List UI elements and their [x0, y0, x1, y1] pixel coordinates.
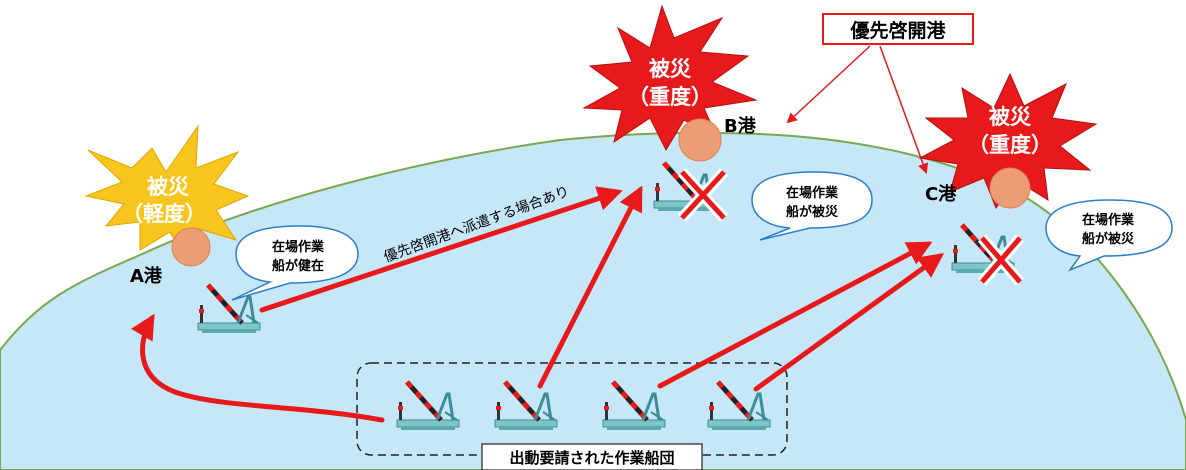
fleet-label-box: 出動要請された作業船団	[481, 443, 703, 470]
bubble-a-line1: 在場作業	[272, 239, 325, 255]
fleet-box	[356, 362, 788, 456]
priority-label-box: 優先啓開港	[822, 13, 974, 45]
bubble-b-line2: 船が被災	[786, 204, 839, 220]
burst-b-severe: 被災 （重度）	[582, 4, 758, 152]
damage-c-line2: （重度）	[968, 133, 1052, 157]
bubble-b: 在場作業 船が被災	[751, 171, 873, 241]
bubble-a-line2: 船が健在	[272, 258, 324, 274]
port-a-marker	[171, 227, 211, 267]
damage-c-line1: 被災	[989, 105, 1032, 129]
burst-c-severe: 被災 （重度）	[918, 72, 1098, 210]
bubble-b-line1: 在場作業	[786, 185, 839, 201]
bubble-c-line2: 船が被災	[1082, 231, 1135, 247]
damage-a-line1: 被災	[147, 175, 190, 199]
port-b-label: B港	[724, 116, 757, 137]
port-b-marker	[678, 118, 722, 162]
burst-a-light: 被災 （軽度）	[84, 124, 250, 264]
dispatch-arrows	[131, 185, 945, 423]
priority-arrows	[786, 45, 929, 174]
priority-label: 優先啓開港	[849, 19, 946, 42]
port-c-marker	[989, 167, 1031, 209]
bubble-a: 在場作業 船が健在	[231, 225, 359, 301]
bubble-c: 在場作業 船が被災	[1045, 199, 1173, 272]
port-a-label: A港	[130, 266, 163, 287]
damaged-x-icon-c	[977, 234, 1025, 286]
fleet-label: 出動要請された作業船団	[509, 449, 674, 467]
damage-b-line1: 被災	[649, 57, 692, 81]
bubble-c-line1: 在場作業	[1082, 212, 1135, 228]
port-c-label: C港	[925, 184, 957, 205]
damage-b-line2: （重度）	[628, 85, 712, 109]
damaged-x-icon-b	[677, 168, 729, 222]
damage-a-line2: （軽度）	[122, 202, 206, 226]
